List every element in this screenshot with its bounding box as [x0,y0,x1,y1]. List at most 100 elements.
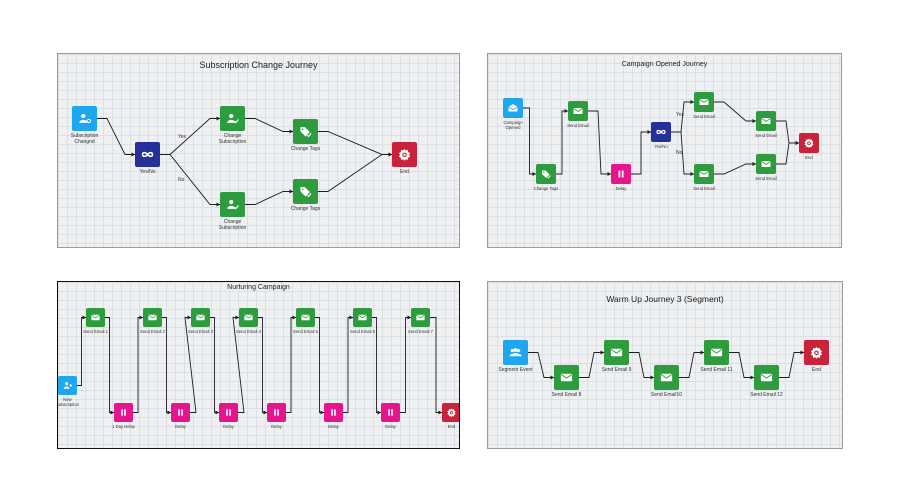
envelope-icon [90,312,101,323]
action-node[interactable] [293,119,318,144]
node-label: 1 Day Delay [112,424,135,429]
panel-title: Nurturing Campaign [227,284,290,291]
envelope-icon [760,115,772,127]
envelope-open-icon [507,102,519,114]
action-node[interactable] [756,111,776,131]
end-node[interactable] [799,133,819,153]
action-node[interactable] [536,164,556,184]
decision-node[interactable] [135,142,160,167]
action-node[interactable] [694,92,714,112]
action-node[interactable] [554,365,579,390]
action-node[interactable] [239,308,258,327]
gear-icon [446,407,457,418]
connector-line [77,317,86,386]
end-node[interactable] [442,403,459,422]
pause-icon [223,407,234,418]
arrowhead [139,315,143,320]
connector-line [671,131,694,175]
action-node[interactable] [220,192,245,217]
tag-check-icon [540,168,552,180]
action-node[interactable] [353,308,372,327]
connector-layer [523,100,799,176]
connector-line [528,352,554,378]
decision-node[interactable] [651,122,671,142]
envelope-icon [709,345,724,360]
delay-node[interactable] [267,403,286,422]
node-label: Send Email10 [650,392,683,398]
action-node[interactable] [694,164,714,184]
node-label: Send Email 6 [350,329,375,334]
user-change-icon [77,111,92,126]
tag-check-icon [298,184,313,199]
connector-line [629,352,654,378]
pause-icon [118,407,129,418]
action-node[interactable] [191,308,210,327]
users-icon [508,345,523,360]
arrowhead [647,130,651,134]
delay-node[interactable] [171,403,190,422]
node-label: Send Email 5 [293,329,318,334]
panel-title: Subscription Change Journey [199,60,318,70]
trigger-node[interactable] [58,376,77,395]
trigger-node[interactable] [503,340,528,365]
gear-icon [809,345,824,360]
end-node[interactable] [804,340,829,365]
arrowhead [752,119,756,123]
arrowhead [564,109,568,113]
action-node[interactable] [704,340,729,365]
arrowhead [131,152,135,157]
action-node[interactable] [754,365,779,390]
action-node[interactable] [568,101,588,121]
connector-line [631,131,651,175]
arrowhead [407,315,411,320]
delay-node[interactable] [219,403,238,422]
end-node[interactable] [392,142,417,167]
action-node[interactable] [86,308,105,327]
action-node[interactable] [296,308,315,327]
trigger-node[interactable] [72,106,97,131]
action-node[interactable] [604,340,629,365]
node-label: Send Email [755,176,777,181]
arrowhead [349,315,353,320]
node-label: Delay [328,424,339,429]
pause-icon [615,168,627,180]
envelope-icon [195,312,206,323]
connector-line [318,154,392,192]
connector-layer [528,350,804,380]
action-node[interactable] [654,365,679,390]
pause-icon [328,407,339,418]
node-label: End [400,169,409,175]
node-label: Send Email 12 [750,392,783,398]
delay-node[interactable] [114,403,133,422]
gear-icon [803,137,815,149]
arrowhead [289,129,293,134]
action-node[interactable] [293,179,318,204]
arrowhead [263,410,267,415]
envelope-icon [300,312,311,323]
node-label: Change Tags [533,186,559,191]
action-node[interactable] [411,308,430,327]
branch-label: No [178,177,185,183]
action-node[interactable] [143,308,162,327]
connector-layer [97,116,392,207]
user-check-icon [225,197,240,212]
node-label: Delay [385,424,396,429]
connector-line [97,118,135,155]
node-label: Segment Event [498,367,533,373]
delay-node[interactable] [381,403,400,422]
arrowhead [110,410,114,415]
trigger-node[interactable] [503,98,523,118]
arrowhead [752,162,756,166]
node-label: End [447,424,456,429]
delay-node[interactable] [324,403,343,422]
node-label: New Subscription [57,397,80,408]
arrowhead [320,410,324,415]
action-node[interactable] [220,106,245,131]
delay-node[interactable] [611,164,631,184]
node-label: Send Email 11 [700,367,733,373]
action-node[interactable] [756,154,776,174]
panel-title: Campaign Opened Journey [621,61,708,68]
connector-line [160,154,220,205]
node-label: Send Email [693,114,715,119]
